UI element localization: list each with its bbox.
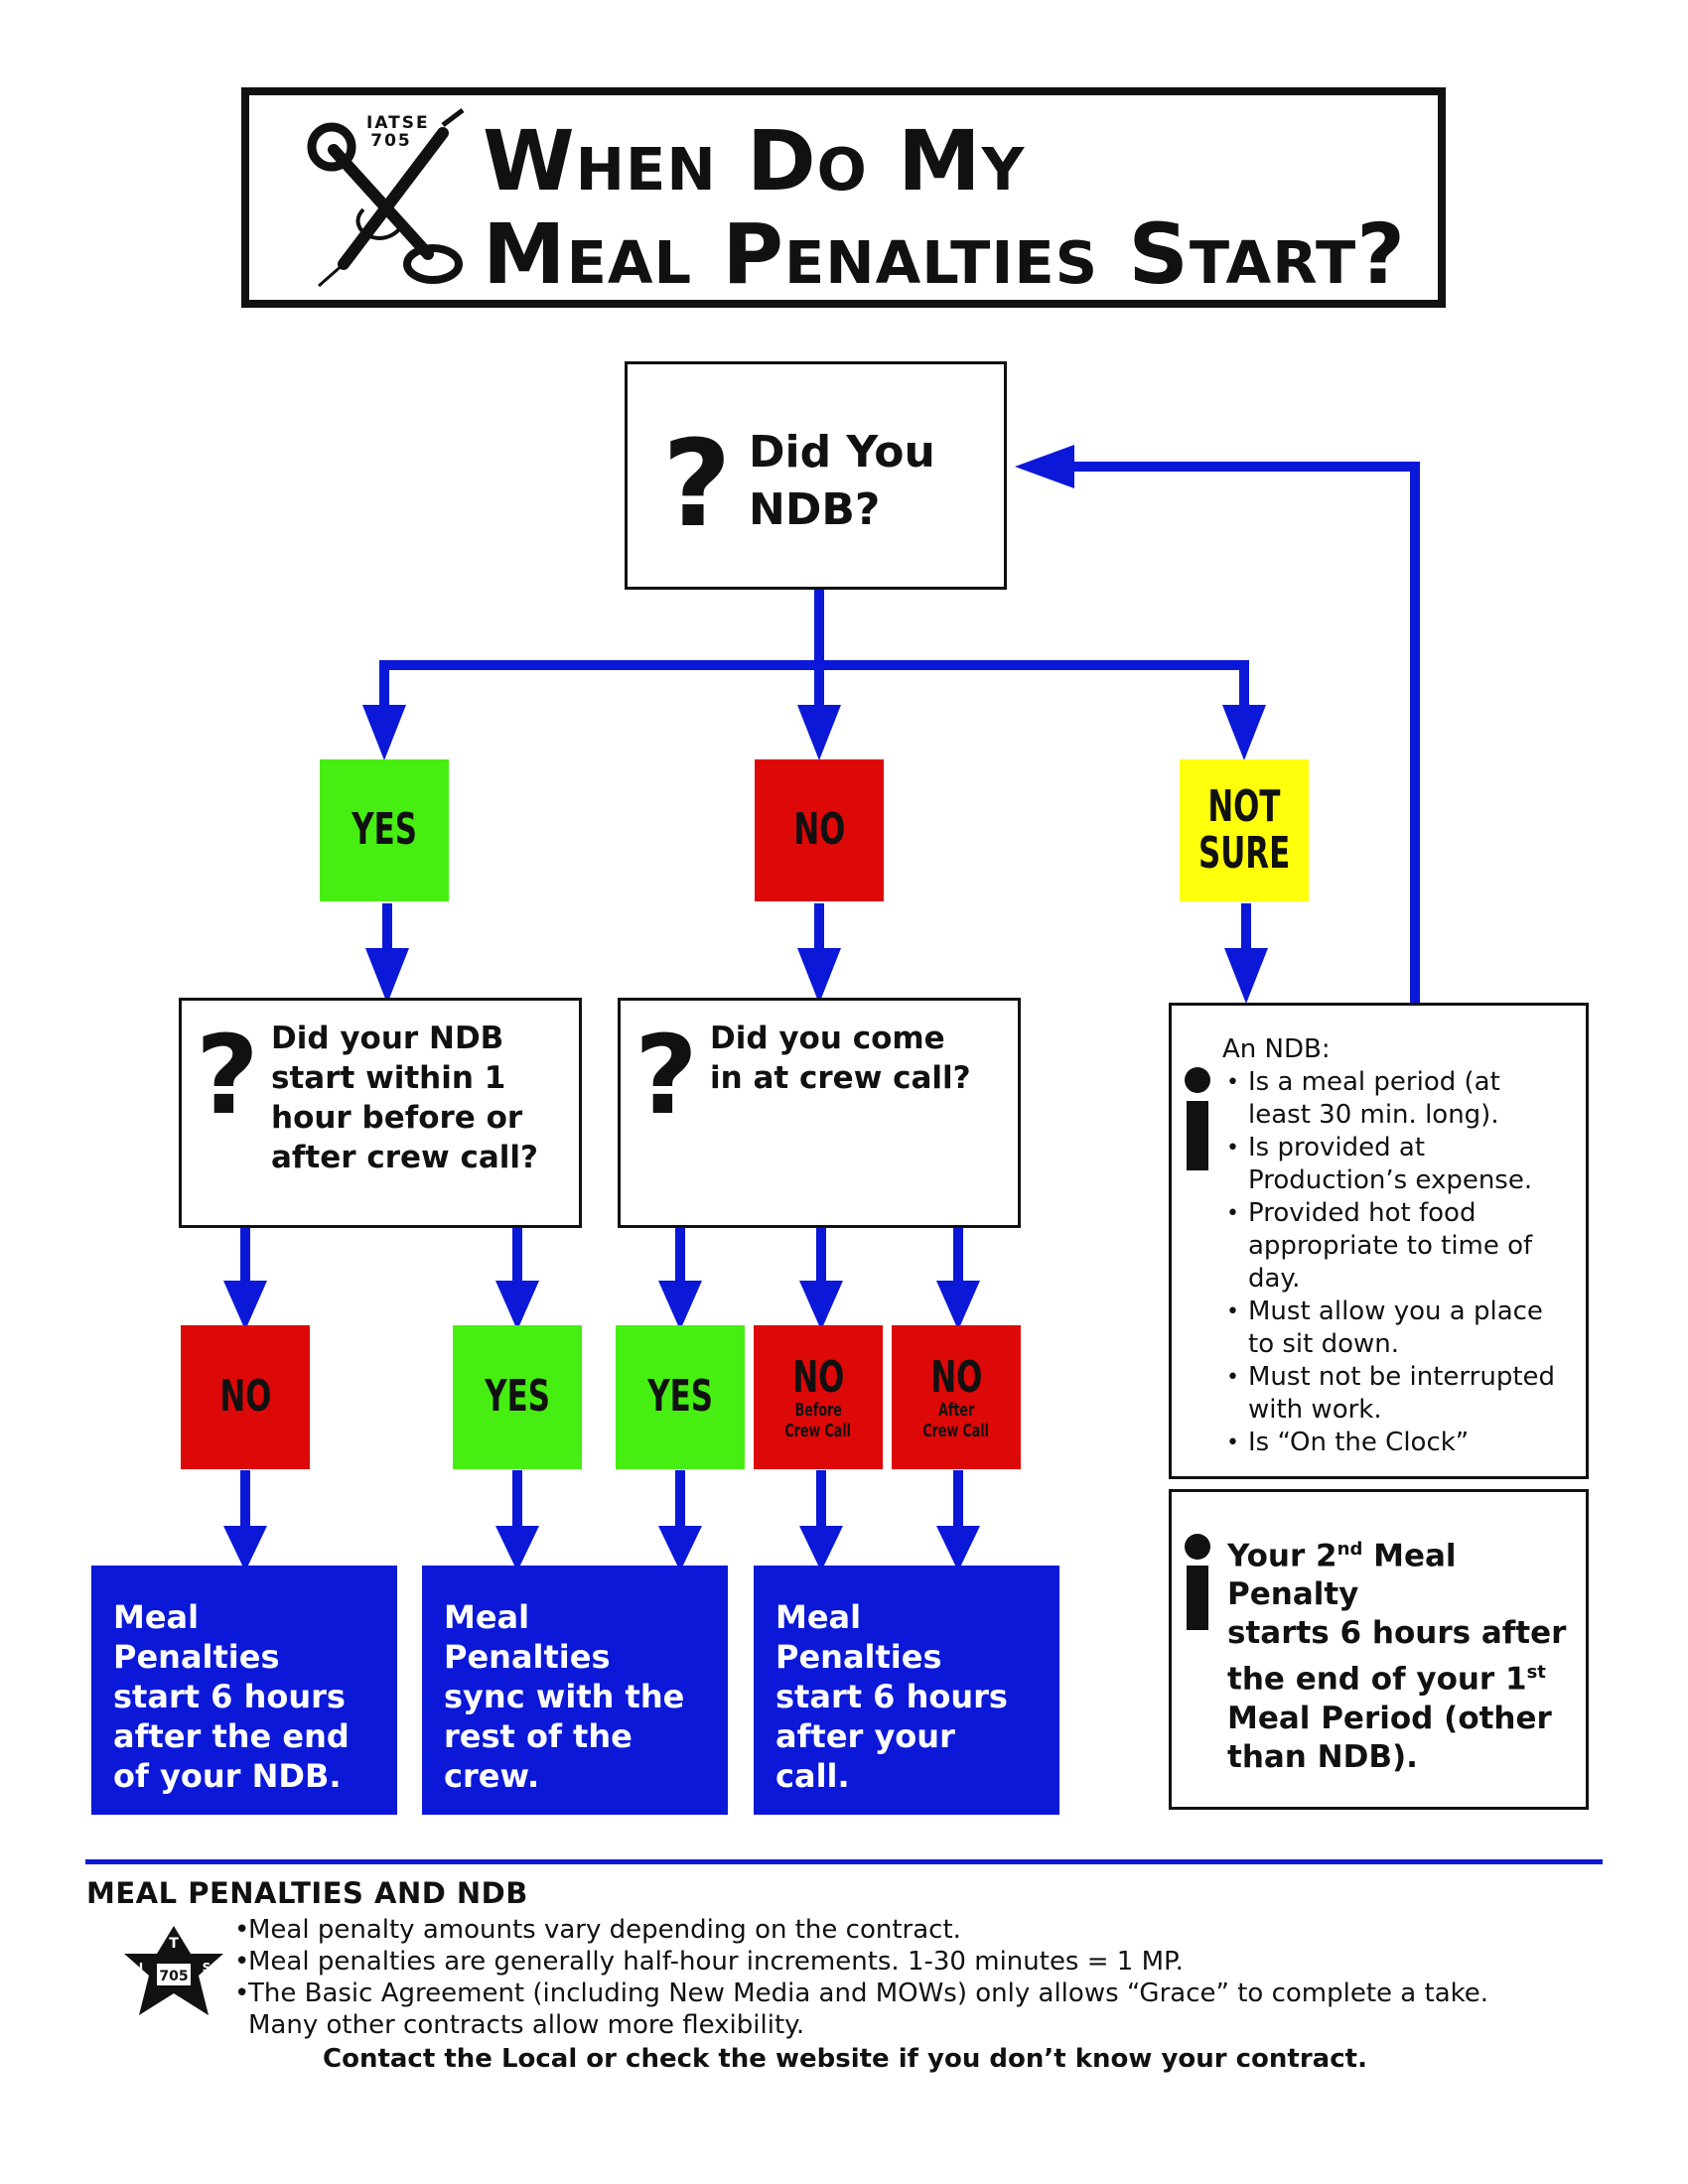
ndb-info-heading: An NDB: xyxy=(1222,1034,1331,1064)
answer-ndb-yes: YES xyxy=(453,1325,582,1469)
title-banner: IATSE 705 When Do My Meal Penalties Star… xyxy=(241,87,1446,308)
svg-text:S: S xyxy=(203,1961,211,1975)
page-title-line-1: When Do My xyxy=(483,112,1026,209)
svg-text:I: I xyxy=(139,1961,143,1975)
iatse-seal-icon: 705 T I S E xyxy=(124,1926,223,2015)
branch-no: NO xyxy=(755,759,884,901)
question-ndb-window: ? Did your NDB start within 1 hour befor… xyxy=(179,998,582,1228)
answer-sublabel: Crew Call xyxy=(922,1420,990,1441)
question-text-line: NDB? xyxy=(749,484,881,535)
question-mark-icon: ? xyxy=(196,1012,259,1139)
answer-crew-no-after: NO After Crew Call xyxy=(892,1325,1021,1469)
answer-sublabel: Crew Call xyxy=(784,1420,852,1441)
result-after-call: Meal Penalties start 6 hours after your … xyxy=(754,1566,1059,1815)
answer-label: YES xyxy=(352,804,417,856)
connector-lines xyxy=(240,462,1420,1531)
result-after-ndb: Meal Penalties start 6 hours after the e… xyxy=(91,1566,397,1815)
result-sync-crew: Meal Penalties sync with the rest of the… xyxy=(422,1566,728,1815)
second-penalty-line: than NDB). xyxy=(1227,1738,1418,1775)
page-title-line-2: Meal Penalties Start? xyxy=(483,205,1406,303)
question-text-line: Did You xyxy=(749,427,935,478)
question-did-you-ndb: ? Did You NDB? xyxy=(625,361,1007,590)
answer-crew-yes: YES xyxy=(616,1325,745,1469)
second-penalty-line: Your 2nd Meal Penalty xyxy=(1227,1538,1457,1613)
info-icon-bar xyxy=(1187,1566,1208,1630)
question-text-line: Did your NDB xyxy=(271,1021,504,1056)
arrow-heads xyxy=(223,445,1268,1571)
tools-logo-icon xyxy=(307,108,465,288)
footer-heading: MEAL PENALTIES AND NDB xyxy=(86,1876,528,1910)
answer-label: SURE xyxy=(1197,827,1291,879)
answer-crew-no-before: NO Before Crew Call xyxy=(754,1325,883,1469)
list-item: Meal penalties are generally half-hour i… xyxy=(234,1946,1626,1978)
question-mark-icon: ? xyxy=(634,1012,698,1139)
question-text-line: in at crew call? xyxy=(710,1060,971,1096)
answer-label: NO xyxy=(218,1371,272,1423)
branch-not-sure: NOT SURE xyxy=(1180,759,1309,901)
question-crew-call: ? Did you come in at crew call? xyxy=(618,998,1021,1228)
svg-text:T: T xyxy=(169,1936,179,1952)
second-meal-penalty-box: Your 2nd Meal Penalty starts 6 hours aft… xyxy=(1169,1489,1589,1810)
question-text-line: after crew call? xyxy=(271,1140,538,1175)
second-penalty-line: the end of your 1st xyxy=(1227,1661,1546,1698)
question-text-line: hour before or xyxy=(271,1100,523,1136)
svg-text:E: E xyxy=(170,2000,178,2014)
svg-text:705: 705 xyxy=(159,1969,188,1984)
answer-label: YES xyxy=(647,1371,713,1423)
question-text-line: Did you come xyxy=(710,1021,945,1056)
answer-label: NO xyxy=(791,1352,845,1403)
question-text-line: start within 1 xyxy=(271,1060,506,1096)
footer-contact-note: Contact the Local or check the website i… xyxy=(323,2044,1367,2074)
list-item: Is “On the Clock” xyxy=(1222,1427,1588,1459)
answer-label: NO xyxy=(929,1352,983,1403)
info-icon xyxy=(1185,1067,1210,1093)
info-icon xyxy=(1185,1534,1210,1560)
answer-sublabel: Before xyxy=(794,1400,842,1422)
logo-label: IATSE 705 xyxy=(366,113,430,151)
answer-label: YES xyxy=(485,1371,550,1423)
list-item: Many other contracts allow more flexibil… xyxy=(248,2010,805,2040)
info-icon-bar xyxy=(1187,1101,1208,1170)
question-mark-icon: ? xyxy=(662,416,732,554)
answer-label: NOT xyxy=(1207,781,1281,833)
list-item: Meal penalty amounts vary depending on t… xyxy=(234,1914,1626,1946)
list-item: The Basic Agreement (including New Media… xyxy=(234,1978,1626,2009)
answer-sublabel: After xyxy=(937,1400,975,1422)
branch-yes: YES xyxy=(320,759,449,901)
footer-divider xyxy=(85,1859,1603,1864)
second-penalty-line: Meal Period (other xyxy=(1227,1700,1552,1736)
second-penalty-line: starts 6 hours after xyxy=(1227,1615,1567,1652)
footer-notes: Meal penalty amounts vary depending on t… xyxy=(234,1914,1626,2041)
answer-label: NO xyxy=(792,804,846,856)
answer-ndb-no: NO xyxy=(181,1325,310,1469)
